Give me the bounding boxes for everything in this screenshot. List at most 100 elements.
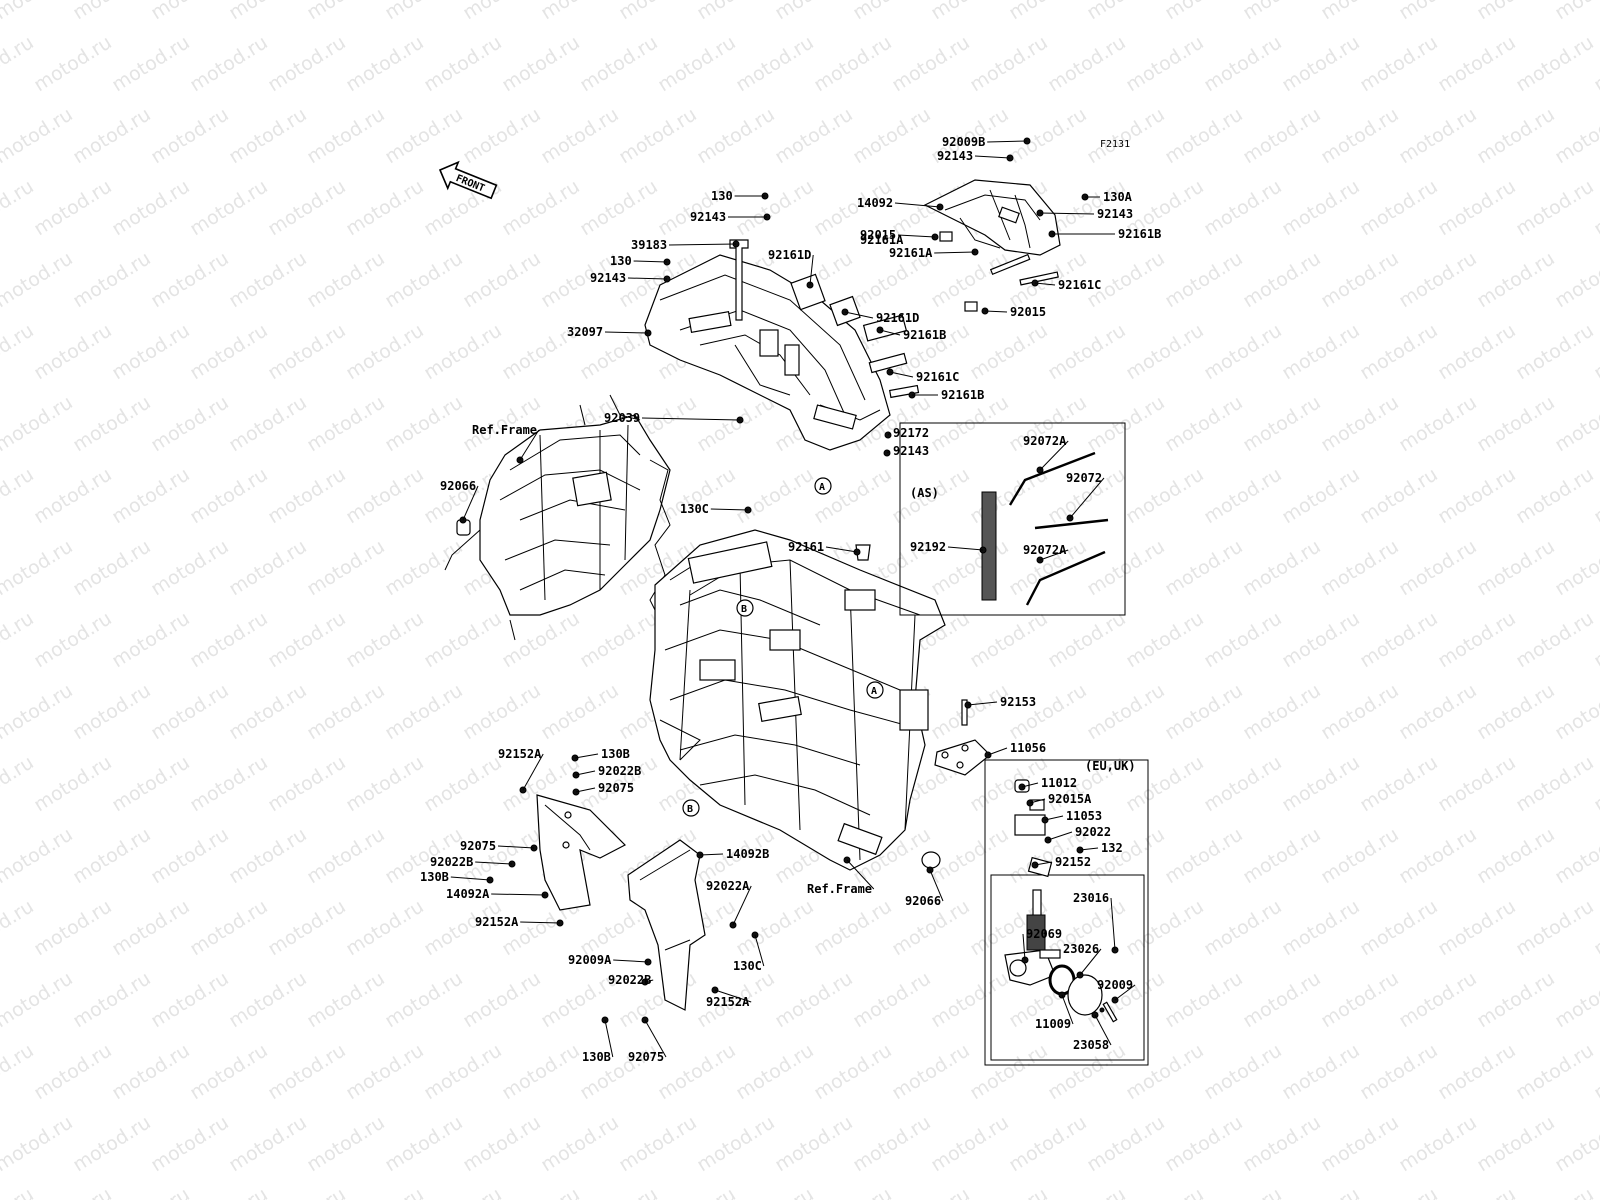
watermark-text: motod.ru <box>381 103 467 168</box>
leader-line <box>1039 549 1069 561</box>
watermark-text: motod.ru <box>1122 463 1208 528</box>
leader-line <box>974 155 1011 159</box>
watermark-text: motod.ru <box>1200 31 1286 96</box>
part-label-92069: 92069 <box>1026 927 1062 941</box>
watermark-text: motod.ru <box>1551 103 1600 168</box>
part-label-92075: 92075 <box>598 781 634 795</box>
watermark-text: motod.ru <box>459 247 545 312</box>
watermark-text: motod.ru <box>927 679 1013 744</box>
part-label-92039: 92039 <box>604 411 640 425</box>
part-label-92072a: 92072A <box>1023 434 1067 448</box>
part-label-92009b: 92009B <box>942 135 985 149</box>
part-label-92152a: 92152A <box>706 995 750 1009</box>
watermark-text: motod.ru <box>303 535 389 600</box>
watermark-text: motod.ru <box>108 31 194 96</box>
leader-line <box>450 876 491 881</box>
watermark-text: motod.ru <box>1356 175 1442 240</box>
watermark-text: motod.ru <box>1200 751 1286 816</box>
watermark-text: motod.ru <box>693 0 779 24</box>
watermark-text: motod.ru <box>0 1039 38 1104</box>
watermark-text: motod.ru <box>30 319 116 384</box>
part-label-11012: 11012 <box>1041 776 1077 790</box>
watermark-text: motod.ru <box>225 967 311 1032</box>
watermark-text: motod.ru <box>0 751 38 816</box>
part-label-92009a: 92009A <box>568 953 612 967</box>
watermark-text: motod.ru <box>459 103 545 168</box>
leader-line <box>491 893 546 896</box>
watermark-text: motod.ru <box>303 823 389 888</box>
watermark-text: motod.ru <box>186 607 272 672</box>
box-as-label: (AS) <box>910 486 939 500</box>
leader-line <box>699 853 724 856</box>
watermark-text: motod.ru <box>264 463 350 528</box>
watermark-text: motod.ru <box>654 1183 740 1200</box>
watermark-text: motod.ru <box>1083 535 1169 600</box>
part-label-92143: 92143 <box>1097 207 1133 221</box>
watermark-text: motod.ru <box>966 31 1052 96</box>
watermark-text: motod.ru <box>1434 751 1520 816</box>
watermark-text: motod.ru <box>69 1111 155 1176</box>
watermark-text: motod.ru <box>1278 31 1364 96</box>
watermark-text: motod.ru <box>69 391 155 456</box>
watermark-text: motod.ru <box>0 31 38 96</box>
watermark-text: motod.ru <box>147 0 233 24</box>
leader-line <box>947 546 984 551</box>
part-label-39183: 39183 <box>631 238 667 252</box>
watermark-text: motod.ru <box>1356 751 1442 816</box>
part-label-92143: 92143 <box>590 271 626 285</box>
watermark-text: motod.ru <box>1200 1039 1286 1104</box>
leader-line <box>1047 831 1073 841</box>
watermark-text: motod.ru <box>381 391 467 456</box>
part-label-92161d: 92161D <box>876 311 919 325</box>
watermark-text: motod.ru <box>147 247 233 312</box>
leader-line <box>894 202 941 208</box>
watermark-text: motod.ru <box>225 0 311 24</box>
watermark-text: motod.ru <box>1083 103 1169 168</box>
leader-line <box>984 310 1008 313</box>
watermark-text: motod.ru <box>1161 535 1247 600</box>
watermark-text: motod.ru <box>1356 319 1442 384</box>
watermark-text: motod.ru <box>186 1183 272 1200</box>
watermark-text: motod.ru <box>186 751 272 816</box>
watermark-text: motod.ru <box>381 247 467 312</box>
watermark-text: motod.ru <box>1434 463 1520 528</box>
part-label-132: 132 <box>1101 841 1123 855</box>
watermark-text: motod.ru <box>771 1111 857 1176</box>
watermark-text: motod.ru <box>225 1111 311 1176</box>
watermark-text: motod.ru <box>1317 103 1403 168</box>
watermark-text: motod.ru <box>693 1111 779 1176</box>
watermark-text: motod.ru <box>30 607 116 672</box>
leader-line <box>627 277 668 280</box>
leader-line <box>644 979 654 983</box>
watermark-text: motod.ru <box>1434 1039 1520 1104</box>
watermark-text: motod.ru <box>927 967 1013 1032</box>
watermark-text: motod.ru <box>1473 1111 1559 1176</box>
watermark-text: motod.ru <box>576 1183 662 1200</box>
part-label-92022b: 92022B <box>598 764 641 778</box>
watermark-text: motod.ru <box>1278 463 1364 528</box>
leader-line <box>714 989 752 1003</box>
watermark-text: motod.ru <box>303 0 389 24</box>
leader-line <box>522 753 544 791</box>
watermark-text: motod.ru <box>303 1111 389 1176</box>
clamps-92072 <box>1008 451 1109 606</box>
watermark-text: motod.ru <box>498 1039 584 1104</box>
part-label-92152a: 92152A <box>475 915 519 929</box>
watermark-text: motod.ru <box>186 463 272 528</box>
watermark-text: motod.ru <box>225 391 311 456</box>
watermark-text: motod.ru <box>0 175 38 240</box>
watermark-text: motod.ru <box>420 1183 506 1200</box>
watermark-text: motod.ru <box>225 823 311 888</box>
watermark-text: motod.ru <box>1473 823 1559 888</box>
watermark-text: motod.ru <box>1395 0 1481 24</box>
watermark-text: motod.ru <box>30 463 116 528</box>
part-label-92161a: 92161A <box>860 233 904 247</box>
part-label-92152a: 92152A <box>498 747 542 761</box>
watermark-text: motod.ru <box>303 103 389 168</box>
watermark-text: motod.ru <box>381 679 467 744</box>
watermark-text: motod.ru <box>1395 247 1481 312</box>
watermark-text: motod.ru <box>147 535 233 600</box>
watermark-text: motod.ru <box>1122 31 1208 96</box>
part-label-32097: 32097 <box>567 325 603 339</box>
leader-line <box>889 371 914 378</box>
